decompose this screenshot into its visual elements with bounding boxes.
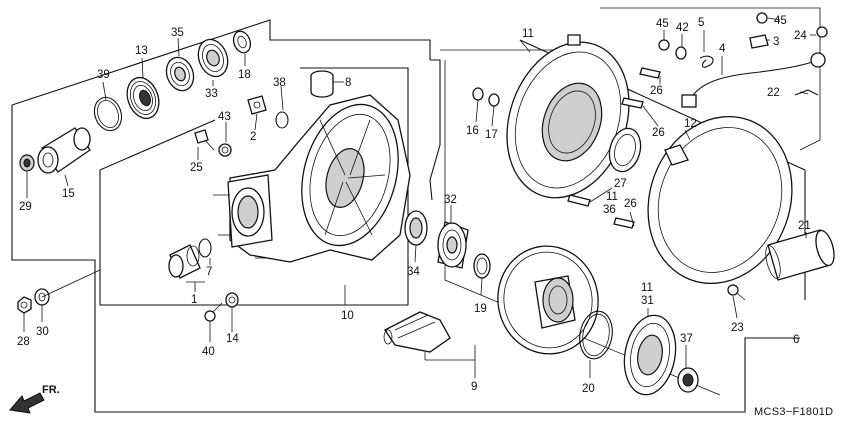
bolt-24 — [816, 26, 828, 38]
label-20: 20 — [582, 383, 595, 395]
label-9: 9 — [471, 381, 477, 393]
o-ring-38 — [275, 111, 289, 129]
front-label: FR. — [42, 384, 60, 396]
label-37: 37 — [680, 333, 693, 345]
label-19: 19 — [474, 303, 487, 315]
label-11-c: 11 — [641, 282, 653, 294]
label-11-a: 11 — [522, 28, 534, 40]
bolt-16 — [472, 87, 484, 101]
bolts-45 — [658, 12, 768, 51]
label-18: 18 — [238, 69, 251, 81]
label-27: 27 — [614, 178, 627, 190]
label-1: 1 — [191, 294, 197, 306]
sensor-cover-12 — [647, 115, 793, 285]
label-26-b: 26 — [652, 127, 665, 139]
gear-13 — [126, 76, 160, 120]
front-arrow: FR. — [9, 384, 60, 414]
label-42: 42 — [676, 22, 689, 34]
label-24: 24 — [794, 30, 807, 42]
shim-19 — [473, 253, 491, 279]
clamp-3 — [749, 34, 769, 49]
o-ring-39 — [93, 96, 123, 132]
label-2: 2 — [250, 131, 256, 143]
cap-8 — [310, 70, 334, 98]
label-39: 39 — [97, 69, 110, 81]
leader-lines — [23, 17, 816, 378]
label-45-b: 45 — [774, 15, 787, 27]
label-34: 34 — [407, 266, 420, 278]
label-32: 32 — [444, 194, 457, 206]
bolt-40 — [204, 302, 223, 322]
label-35: 35 — [171, 27, 184, 39]
part-labels: 45 42 5 45 3 24 4 11 22 12 26 16 17 26 2… — [17, 15, 811, 395]
label-45-a: 45 — [656, 18, 669, 30]
label-30: 30 — [36, 326, 49, 338]
o-ring-7 — [198, 238, 212, 258]
label-4: 4 — [719, 43, 726, 55]
label-21: 21 — [798, 220, 811, 232]
final-gear-case-10 — [213, 94, 411, 263]
label-17: 17 — [485, 129, 498, 141]
sensor-wiring-4 — [681, 52, 826, 108]
bearing-35 — [165, 56, 195, 92]
washer-42 — [675, 46, 687, 60]
clip-5 — [699, 55, 714, 68]
label-15: 15 — [62, 188, 75, 200]
bearing-31 — [623, 314, 677, 396]
washer-18 — [232, 30, 252, 54]
bolts-26 — [613, 67, 661, 229]
label-29: 29 — [19, 201, 32, 213]
label-31: 31 — [641, 295, 654, 307]
seal-11 — [608, 127, 642, 173]
clip-22 — [794, 89, 819, 96]
label-11-b: 11 — [606, 191, 618, 203]
label-16: 16 — [466, 125, 479, 137]
label-43: 43 — [218, 111, 231, 123]
nut-28 — [17, 296, 32, 314]
seal-37 — [677, 367, 699, 393]
label-33: 33 — [205, 88, 218, 100]
label-12: 12 — [684, 118, 697, 130]
label-40: 40 — [202, 346, 215, 358]
label-25: 25 — [190, 162, 203, 174]
label-26-c: 26 — [624, 198, 637, 210]
label-28: 28 — [17, 336, 30, 348]
ring-gear-9 — [497, 245, 599, 355]
label-5: 5 — [698, 17, 704, 29]
label-10: 10 — [341, 310, 354, 322]
sleeve-21 — [765, 229, 835, 281]
washer-17 — [488, 93, 500, 107]
diagram-code: MCS3−F1801D — [754, 406, 833, 418]
label-26-a: 26 — [650, 85, 663, 97]
bearing-34 — [404, 210, 428, 246]
collar-15 — [37, 127, 91, 174]
snap-ring-20 — [579, 310, 613, 360]
cover-11 — [506, 34, 630, 199]
plug-2 — [247, 95, 267, 115]
bearing-33 — [197, 38, 229, 78]
label-6: 6 — [793, 334, 799, 346]
bearing-32 — [437, 221, 469, 269]
seal-29 — [19, 154, 35, 172]
label-13: 13 — [135, 45, 148, 57]
label-22: 22 — [767, 87, 780, 99]
bearing-1 — [168, 244, 201, 279]
label-38: 38 — [273, 77, 286, 89]
bolt-27 — [567, 194, 591, 207]
label-8: 8 — [345, 77, 351, 89]
label-23: 23 — [731, 322, 744, 334]
label-36: 36 — [603, 204, 616, 216]
bolt-43 — [218, 143, 232, 157]
pinion-gear-9 — [383, 311, 451, 353]
bolt-25 — [194, 129, 215, 151]
label-3: 3 — [773, 36, 779, 48]
label-7: 7 — [206, 266, 212, 278]
bolt-23 — [727, 284, 746, 301]
washer-14 — [225, 292, 239, 308]
label-14: 14 — [226, 333, 239, 345]
